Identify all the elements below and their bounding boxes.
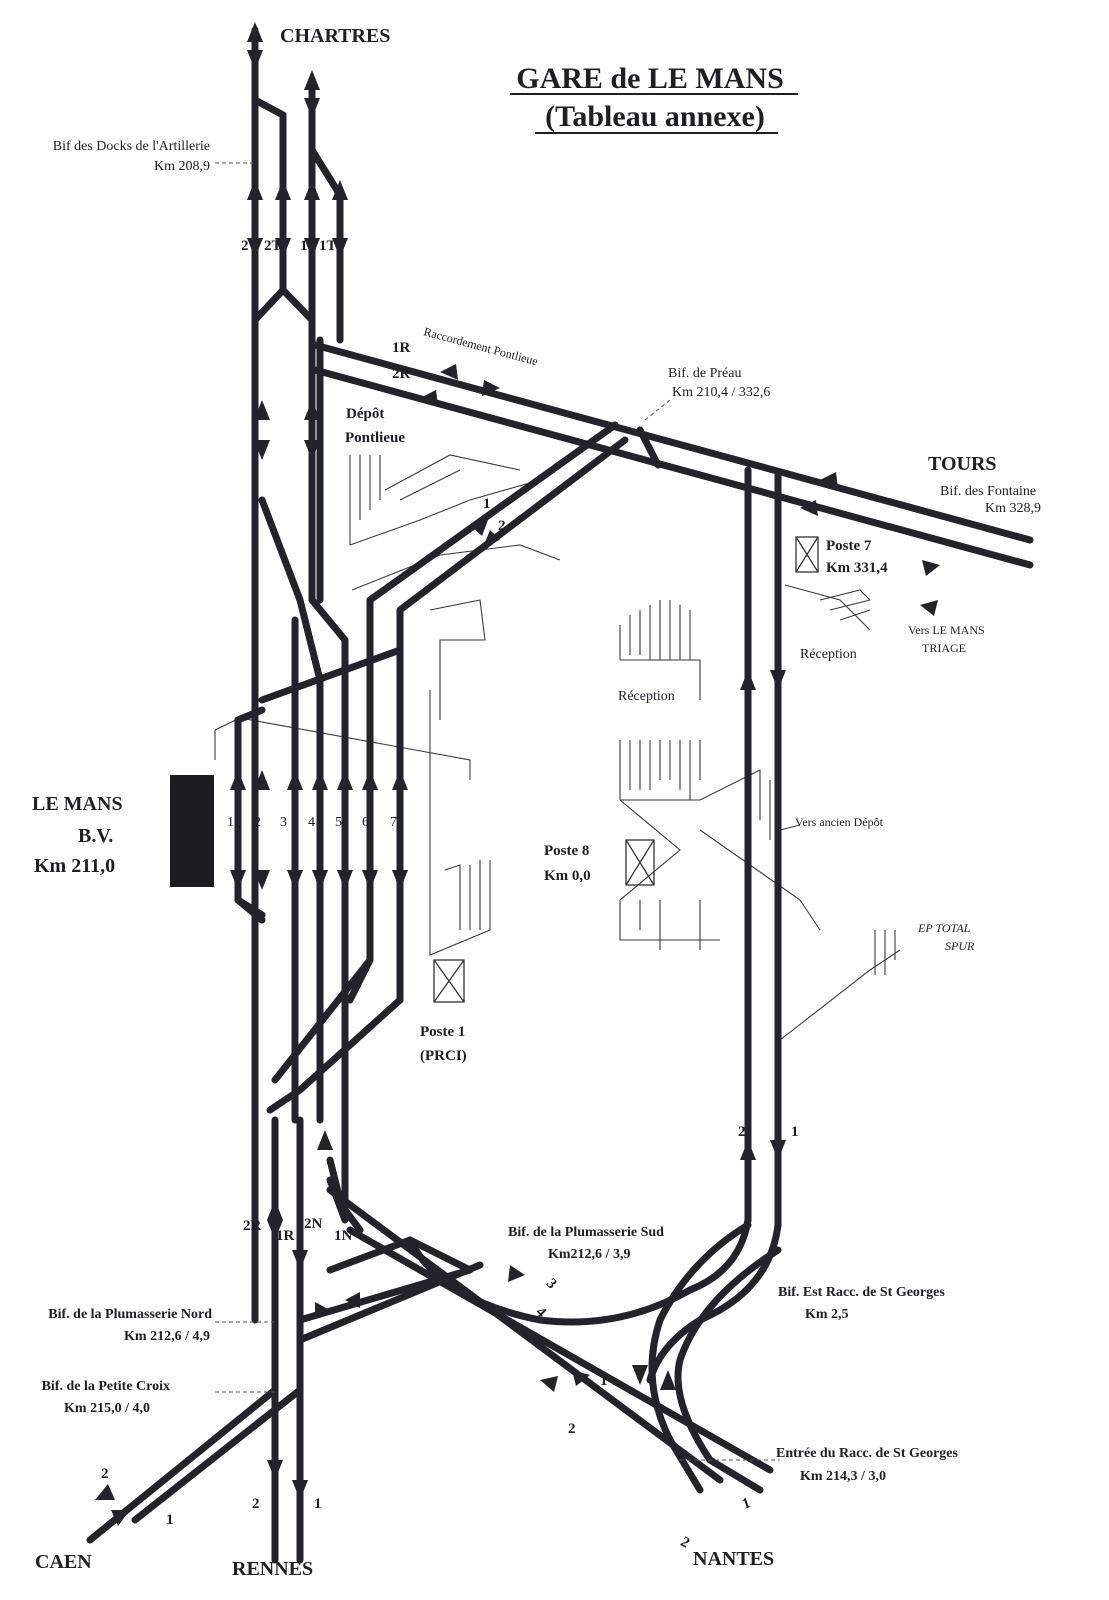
junction-est-st-georges-km: Km 2,5 (805, 1307, 849, 1322)
junction-plumasserie-nord: Bif. de la Plumasserie Nord (48, 1307, 212, 1322)
junction-preau: Bif. de Préau (668, 366, 741, 381)
junction-plumasserie-nord-km: Km 212,6 / 4,9 (124, 1329, 210, 1344)
track-num: 1 (791, 1124, 799, 1140)
dest-tours: TOURS (928, 453, 997, 475)
track-num: 5 (335, 815, 342, 830)
track-num: 1R (392, 340, 411, 356)
raccordement-label: Raccordement Pontlieue (422, 324, 539, 368)
track-numbers: 2 2T 1 1T 1R 2R 1 2 3 4 5 6 7 1 2 2R 1R … (101, 238, 799, 1552)
poste1-label: Poste 1 (420, 1024, 465, 1040)
pontlieue-label: Pontlieue (345, 430, 405, 446)
junction-plumasserie-sud-km: Km212,6 / 3,9 (548, 1247, 630, 1262)
track-num: 1 (166, 1512, 174, 1528)
station-km: Km 211,0 (34, 855, 115, 877)
track-num: 1 (300, 238, 308, 254)
track-num: 2 (252, 1496, 260, 1512)
dest-rennes: RENNES (232, 1558, 313, 1580)
track-num: 3 (280, 815, 287, 830)
track-num: 3 (543, 1276, 560, 1293)
leader-lines (215, 162, 780, 1461)
main-tracks (86, 26, 1034, 1564)
track-num: 2 (254, 815, 261, 830)
dest-nantes: NANTES (693, 1548, 774, 1570)
ep-total: EP TOTAL (917, 921, 971, 935)
station-name: LE MANS (32, 793, 123, 815)
poste-boxes (433, 536, 819, 1003)
poste8-box (625, 839, 655, 886)
track-num: 2 (678, 1534, 692, 1552)
diagram-title: GARE de LE MANS (516, 62, 784, 95)
vers-ancien-depot: Vers ancien Dépôt (795, 815, 884, 829)
reception-right: Réception (800, 647, 857, 662)
track-num: 1 (314, 1496, 322, 1512)
junction-artillerie-km: Km 208,9 (154, 159, 210, 174)
poste7-box (795, 536, 819, 573)
junction-fontaine: Bif. des Fontaine (940, 484, 1036, 499)
station-bv: B.V. (78, 825, 113, 847)
junction-entree-st-georges: Entrée du Racc. de St Georges (776, 1446, 959, 1461)
yard-sidings (214, 454, 901, 1041)
junction-preau-km: Km 210,4 / 332,6 (672, 385, 770, 400)
dest-caen: CAEN (35, 1551, 92, 1573)
track-num: 2R (243, 1218, 262, 1234)
track-num: 4 (308, 815, 315, 830)
junction-petite-croix-km: Km 215,0 / 4,0 (64, 1401, 150, 1416)
poste1-box (433, 959, 465, 1003)
track-num: 6 (362, 815, 369, 830)
track-num: 1T (319, 238, 337, 254)
poste7-km: Km 331,4 (826, 560, 888, 576)
station-building (170, 775, 214, 887)
track-num: 1 (600, 1373, 608, 1389)
track-num: 2T (264, 238, 282, 254)
track-num: 2 (568, 1421, 576, 1437)
track-num: 2N (304, 1216, 323, 1232)
junction-entree-st-georges-km: Km 214,3 / 3,0 (800, 1469, 886, 1484)
track-num: 7 (390, 815, 397, 830)
poste8-label: Poste 8 (544, 843, 589, 859)
track-num: 2R (392, 366, 411, 382)
track-num: 1 (483, 496, 491, 512)
junction-plumasserie-sud: Bif. de la Plumasserie Sud (508, 1225, 664, 1240)
junction-petite-croix: Bif. de la Petite Croix (42, 1379, 170, 1394)
depot-label: Dépôt (346, 406, 384, 422)
track-num: 2 (241, 238, 249, 254)
track-num: 1 (740, 1495, 753, 1513)
direction-arrows (95, 22, 940, 1526)
track-num: 1R (276, 1228, 295, 1244)
poste8-km: Km 0,0 (544, 868, 591, 884)
track-num: 2 (101, 1466, 109, 1482)
vers-triage-1: Vers LE MANS (908, 623, 985, 637)
track-num: 1N (334, 1228, 353, 1244)
dest-chartres: CHARTRES (280, 25, 390, 47)
spur: SPUR (945, 939, 975, 953)
reception-center: Réception (618, 689, 675, 704)
poste1-sub: (PRCI) (420, 1048, 467, 1064)
track-num: 2 (498, 518, 506, 534)
junction-artillerie: Bif des Docks de l'Artillerie (53, 139, 210, 154)
junction-fontaine-km: Km 328,9 (985, 501, 1041, 516)
poste7-label: Poste 7 (826, 538, 872, 554)
diagram-subtitle: (Tableau annexe) (545, 100, 765, 133)
vers-triage-2: TRIAGE (922, 641, 966, 655)
track-num: 2 (738, 1124, 746, 1140)
track-num: 1 (227, 815, 234, 830)
junction-est-st-georges: Bif. Est Racc. de St Georges (778, 1285, 945, 1300)
